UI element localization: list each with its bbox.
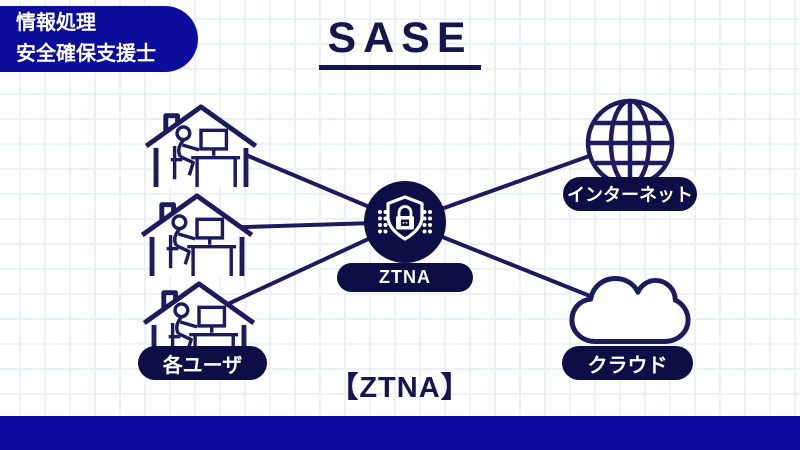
badge-line1: 情報処理 [16,12,96,34]
internet-label: インターネット [563,177,697,211]
house-teleworker-icon [142,101,260,189]
certification-badge: 情報処理 安全確保支援士 [0,6,198,72]
page-title: SASE [319,14,481,70]
cloud-label: クラウド [562,346,693,380]
users-label-text: 各ユーザ [162,354,243,377]
ztna-label: ZTNA [337,263,473,292]
caption-ztna: 【ZTNA】 [329,372,471,404]
ztna-label-text: ZTNA [379,267,431,287]
ztna-hub-node [364,181,446,263]
globe-icon [585,98,675,188]
page-title-wrap: SASE [0,14,800,70]
badge-line2: 安全確保支援士 [16,43,156,65]
users-label: 各ユーザ [138,346,267,380]
internet-label-text: インターネット [567,185,693,205]
shield-lock-icon [378,195,432,241]
house-teleworker-icon [138,190,256,278]
cloud-label-text: クラウド [587,354,668,377]
footer-bar [0,416,800,450]
cloud-icon [569,276,691,344]
